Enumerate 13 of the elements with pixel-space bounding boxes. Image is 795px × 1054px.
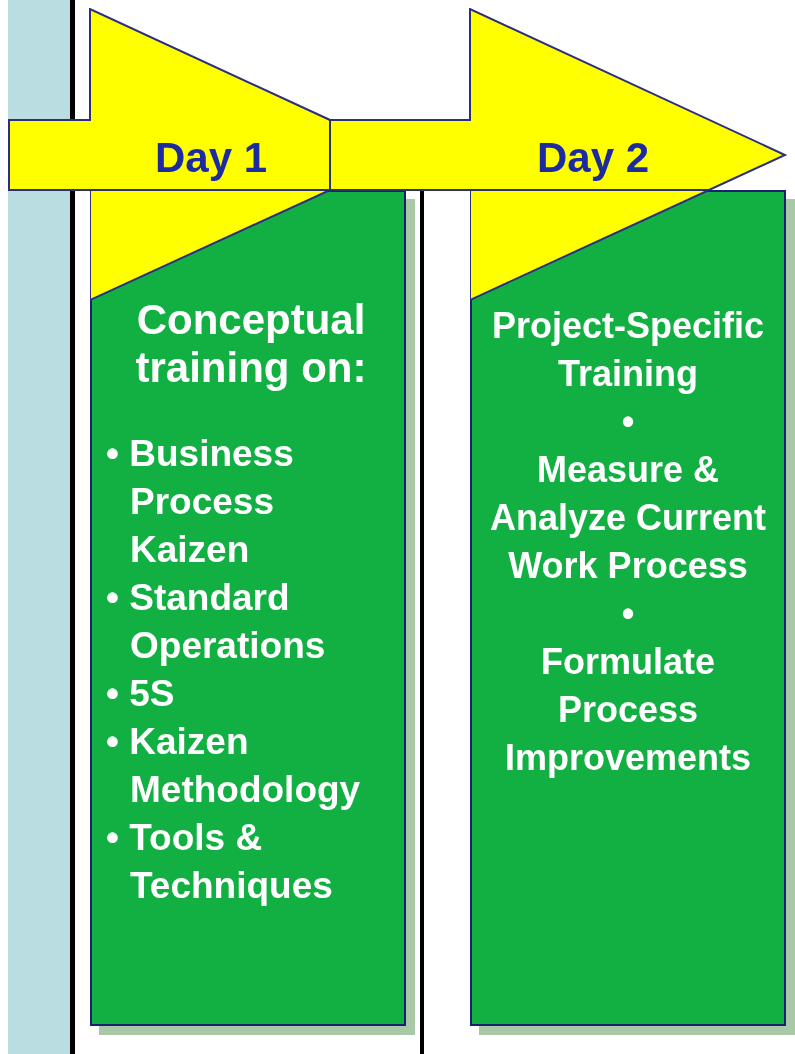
panel-text: • bbox=[620, 400, 636, 444]
day-label: Day 1 bbox=[155, 134, 268, 182]
bullet-item: • Business Process Kaizen bbox=[106, 432, 295, 572]
day-label: Day 2 bbox=[537, 134, 650, 182]
bullet-item: • 5S bbox=[106, 672, 176, 716]
bullet-item: • Tools & Techniques bbox=[106, 816, 334, 908]
panel-text: Project-Specific Training bbox=[490, 304, 766, 396]
panel-text: • bbox=[620, 592, 636, 636]
panel-text: Formulate Process Improvements bbox=[503, 640, 753, 780]
bullet-item: • Standard Operations bbox=[106, 576, 327, 668]
bullet-item: • Kaizen Methodology bbox=[106, 720, 362, 812]
panel-text: Measure & Analyze Current Work Process bbox=[488, 448, 768, 588]
panel-heading: Conceptual training on: bbox=[134, 296, 368, 392]
